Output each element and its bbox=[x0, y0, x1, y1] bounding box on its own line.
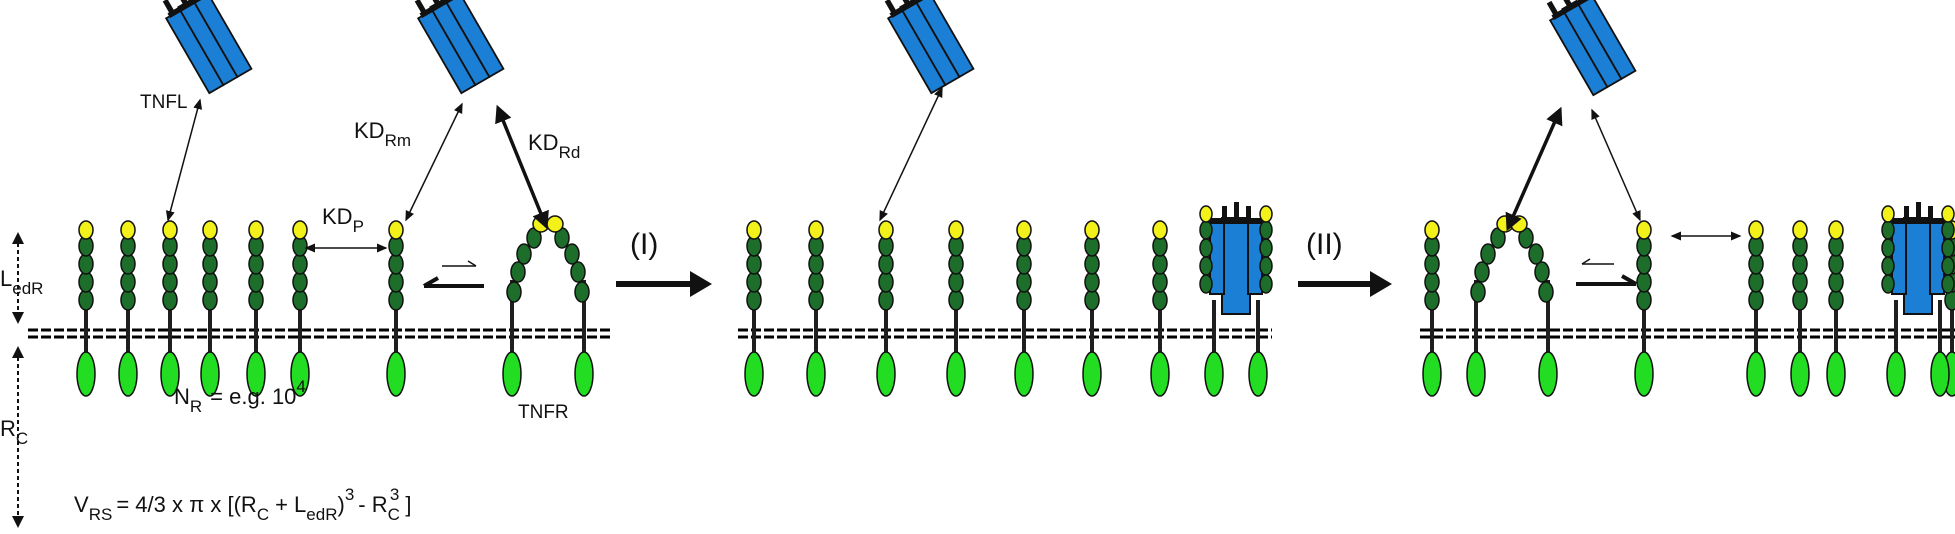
arrow-panel3-dimer bbox=[1505, 106, 1563, 232]
tnfr-monomer bbox=[1014, 220, 1034, 397]
tnfr-monomer bbox=[876, 220, 896, 397]
tnfr-monomer bbox=[1422, 220, 1442, 397]
tnfr-monomer bbox=[1150, 220, 1170, 397]
tnfr-monomer bbox=[1746, 220, 1766, 397]
step-arrow-2 bbox=[1298, 271, 1392, 297]
label-ledr: LedR bbox=[0, 266, 43, 298]
membrane-panel-3 bbox=[1420, 328, 1955, 339]
tnfl-trimer bbox=[1546, 0, 1637, 97]
tnfr-dimer bbox=[1466, 215, 1558, 397]
step-arrow-1 bbox=[616, 271, 712, 297]
arrow-panel3-monomer bbox=[1591, 108, 1641, 222]
label-kd-rd: KDRd bbox=[528, 130, 580, 162]
tnfr-monomer bbox=[1082, 220, 1102, 397]
label-tnfl: TNFL bbox=[140, 92, 188, 113]
label-rc: RC bbox=[0, 416, 28, 448]
ledr-dimension-arrow bbox=[12, 232, 24, 324]
tnfr-monomer bbox=[386, 220, 406, 397]
tnfr-monomer bbox=[246, 220, 266, 397]
receptor-layer bbox=[76, 215, 1955, 397]
label-step-1: (I) bbox=[630, 228, 658, 261]
arrow-panel2-monomer bbox=[879, 86, 943, 222]
tnfr-monomer bbox=[946, 220, 966, 397]
tnfr-dimer bbox=[502, 215, 594, 397]
binding-arrows bbox=[165, 86, 1742, 253]
label-tnfr: TNFR bbox=[518, 402, 569, 423]
rc-dimension-arrow bbox=[12, 346, 24, 528]
tnfl-trimer bbox=[162, 0, 253, 95]
tnfr-monomer bbox=[1826, 220, 1846, 397]
equilibrium-arrows-1 bbox=[423, 260, 484, 288]
tnfr-monomer bbox=[1790, 220, 1810, 397]
label-kd-p: KDP bbox=[322, 204, 364, 236]
label-vrs-formula: VRS= 4/3 x π x [(RC+ LedR)3- RC3] bbox=[74, 485, 411, 524]
arrow-tnfl-monomer bbox=[165, 98, 203, 222]
tnfl-trimer bbox=[884, 0, 975, 95]
tnfr-ligand-complex bbox=[1199, 202, 1273, 397]
tnfr-monomer bbox=[118, 220, 138, 397]
tnfr-monomer bbox=[290, 220, 310, 397]
label-kd-rm: KDRm bbox=[354, 118, 411, 150]
label-nr: NR= e.g. 104 bbox=[174, 377, 306, 416]
tnfr-monomer bbox=[806, 220, 826, 397]
label-step-2: (II) bbox=[1306, 228, 1343, 261]
equilibrium-arrows-2 bbox=[1576, 258, 1637, 286]
tnfr-ligand-complex bbox=[1881, 202, 1955, 397]
tnfr-monomer bbox=[744, 220, 764, 397]
membrane-panel-1 bbox=[28, 328, 612, 339]
tnfr-monomer bbox=[200, 220, 220, 397]
ligand-layer bbox=[162, 0, 1955, 397]
tnfl-trimer bbox=[414, 0, 505, 95]
tnfr-monomer bbox=[76, 220, 96, 397]
arrow-kdrm bbox=[405, 102, 463, 222]
tnfr-monomer bbox=[160, 220, 180, 397]
tnfr-monomer bbox=[1634, 220, 1654, 397]
membrane-panel-2 bbox=[738, 328, 1272, 339]
arrow-kdrd bbox=[495, 104, 549, 230]
